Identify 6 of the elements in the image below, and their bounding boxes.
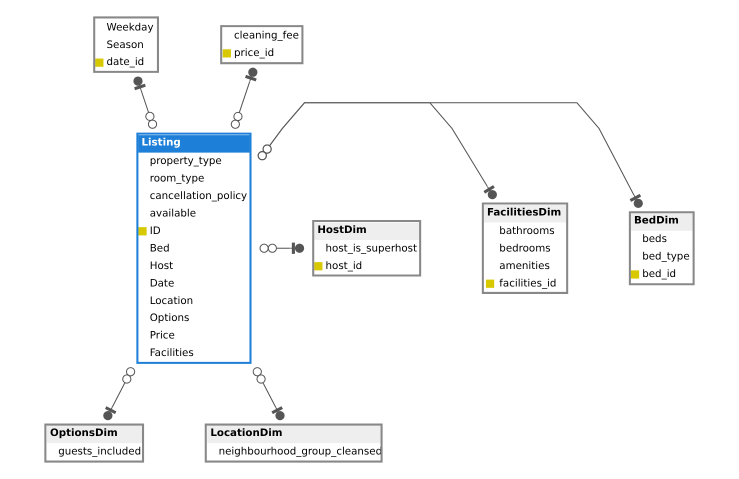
- connector: [230, 68, 258, 129]
- connector: [133, 76, 158, 129]
- connector: [258, 102, 643, 208]
- connector: [258, 102, 497, 200]
- connector: [252, 367, 285, 420]
- connector: [103, 367, 136, 420]
